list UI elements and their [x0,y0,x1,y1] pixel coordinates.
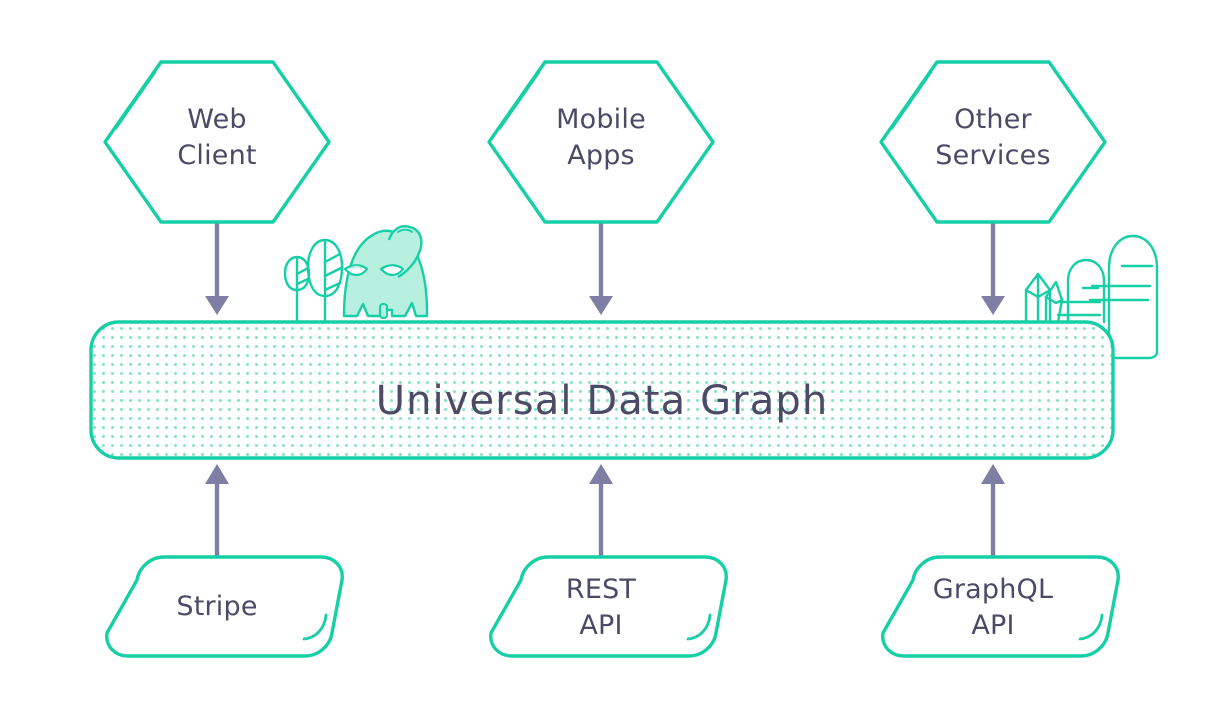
node-label-line1: Stripe [176,591,257,622]
node-mobile-apps[interactable]: Mobile Apps [487,60,715,224]
band-title: Universal Data Graph [376,378,829,424]
rock-formation-illustration [1056,258,1106,324]
source-accent-arc [302,613,328,641]
node-label-line1: Mobile [556,104,646,135]
node-label-line1: Other [954,104,1032,135]
node-other-services[interactable]: Other Services [879,60,1107,224]
hexagon-accent-line [114,70,157,130]
source-outline [489,555,728,658]
node-label-line2: Services [935,140,1050,171]
crystal-illustration [1024,272,1064,324]
hexagon-accent-line [498,70,541,130]
node-label-line2: Apps [567,140,635,171]
node-label-line2: API [971,610,1014,641]
source-accent-arc [686,613,712,641]
connector-arrowheads-up [205,464,1005,484]
source-accent-arc [1078,613,1104,641]
node-label-line2: Client [177,140,256,171]
node-stripe[interactable]: Stripe [105,555,344,658]
node-label-line2: API [579,610,622,641]
connector-arrowheads-down [205,296,1005,315]
node-label-line1: REST [566,574,637,605]
node-label-line1: Web [187,104,246,135]
hexagon-outline [879,60,1107,224]
node-label-line1: GraphQL [933,574,1054,605]
rock-formation-tall [1088,234,1159,360]
node-graphql-api[interactable]: GraphQL API [881,555,1120,658]
universal-data-graph-band[interactable]: Universal Data Graph [89,320,1115,460]
ghost-mascot-illustration [342,225,429,319]
node-rest-api[interactable]: REST API [489,555,728,658]
source-outline [105,555,344,658]
hexagon-outline [487,60,715,224]
hexagon-outline [103,60,331,224]
source-outline [881,555,1120,658]
hexagon-accent-line [890,70,933,130]
node-web-client[interactable]: Web Client [103,60,331,224]
tree-illustration [283,238,344,324]
